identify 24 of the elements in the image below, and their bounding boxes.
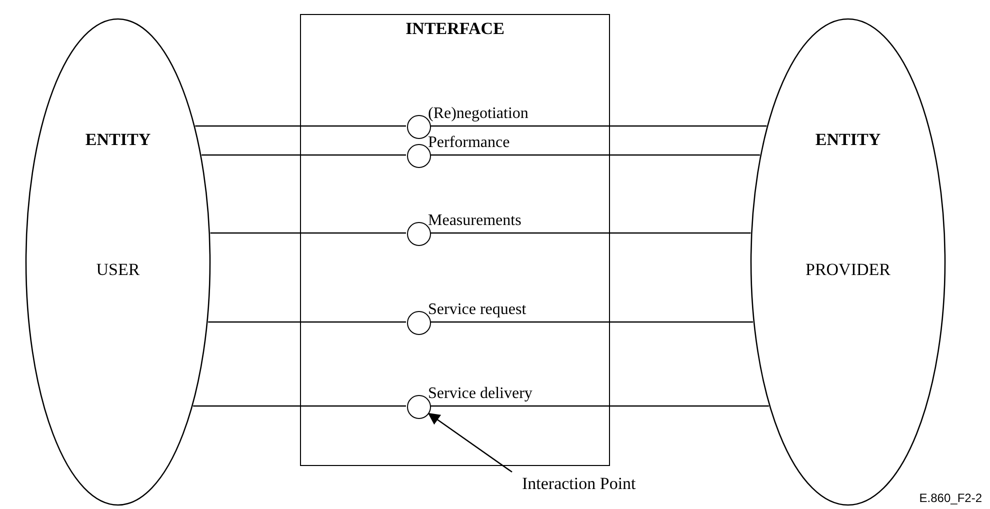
connector-line: [430, 405, 769, 407]
connector-line: [430, 232, 751, 234]
connector-line: [193, 405, 406, 407]
heading: ENTITY: [814, 130, 882, 150]
connector-line: [210, 232, 406, 234]
callout-text: Interaction Point: [522, 474, 636, 494]
heading: INTERFACE: [404, 19, 506, 39]
entity-name: USER: [95, 260, 141, 280]
interface-box: [300, 14, 610, 466]
line-label: Service request: [428, 301, 526, 319]
line-label: Service delivery: [428, 385, 532, 403]
connector-line: [430, 125, 767, 127]
entity-name: PROVIDER: [804, 260, 892, 280]
line-label: (Re)negotiation: [428, 105, 528, 123]
connector-line: [195, 125, 406, 127]
connector-line: [208, 321, 406, 323]
line-label: Measurements: [428, 212, 522, 230]
figure-number: E.860_F2-2: [919, 491, 982, 505]
connector-line: [430, 321, 753, 323]
line-label: Performance: [428, 134, 510, 152]
connector-line: [430, 154, 760, 156]
heading: ENTITY: [84, 130, 152, 150]
connector-line: [202, 154, 406, 156]
arrow: [427, 412, 512, 473]
